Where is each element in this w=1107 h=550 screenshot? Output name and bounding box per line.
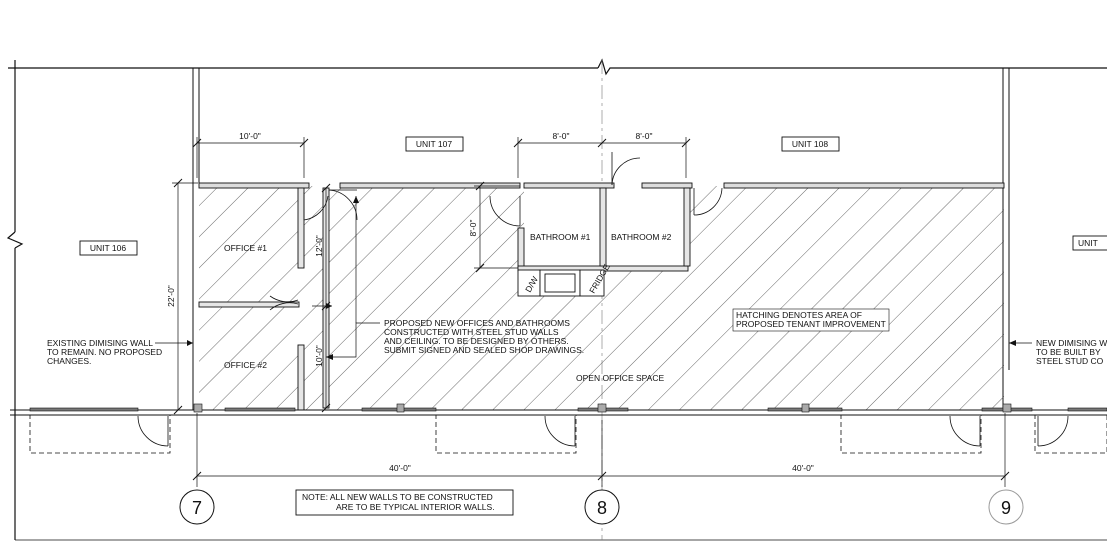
note-line: STEEL STUD CO (1036, 356, 1104, 366)
note-line: CONSTRUCTED WITH STEEL STUD WALLS (384, 327, 559, 337)
office2-depth-dim: 10'-0" (314, 345, 324, 367)
unit-107-label: UNIT 107 (416, 139, 452, 149)
unit-108-label: UNIT 108 (792, 139, 828, 149)
note-line: PROPOSED NEW OFFICES AND BATHROOMS (384, 318, 570, 328)
office1-depth-dim: 12'-0" (314, 235, 324, 257)
bay-7-8-dim: 40'-0" (389, 463, 411, 473)
exterior-doors (137, 415, 1069, 447)
grid-label-9: 9 (1001, 498, 1011, 518)
office-1-label: OFFICE #1 (224, 243, 267, 253)
storefront-wall (10, 409, 1107, 416)
bay-8-9-dim: 40'-0" (792, 463, 814, 473)
note-line: SUBMIT SIGNED AND SEALED SHOP DRAWINGS. (384, 345, 584, 355)
suite-depth-dim: 22'-0" (166, 285, 176, 307)
office-2-label: OFFICE #2 (224, 360, 267, 370)
bath-width-1-dim: 8'-0" (553, 131, 570, 141)
office-doors (269, 189, 358, 311)
storefront-mullions (29, 403, 1107, 413)
unit-109-label: UNIT (1078, 238, 1098, 248)
note-line: ARE TO BE TYPICAL INTERIOR WALLS. (336, 502, 495, 512)
grid-bubble-9: 9 (988, 489, 1024, 525)
note-line: AND CEILING. TO BE DESIGNED BY OTHERS. (384, 336, 569, 346)
bathroom-1-area (524, 186, 602, 266)
general-note-box: NOTE: ALL NEW WALLS TO BE CONSTRUCTED AR… (295, 489, 514, 516)
bath-width-2-dim: 8'-0" (636, 131, 653, 141)
bathroom-1-label: BATHROOM #1 (530, 232, 591, 242)
unit-106-label: UNIT 106 (90, 243, 126, 253)
bathroom-doors (489, 152, 723, 227)
existing-wall-note: EXISTING DIMISING WALL TO REMAIN. NO PRO… (47, 338, 162, 366)
new-demising-wall-note: NEW DIMISING W TO BE BUILT BY STEEL STUD… (1036, 338, 1107, 366)
leader-lines (155, 196, 1032, 358)
leader-arrows (187, 196, 1016, 360)
hatching-legend-note: HATCHING DENOTES AREA OF PROPOSED TENANT… (732, 308, 890, 332)
grid-label-7: 7 (192, 498, 202, 518)
appliances (517, 269, 605, 297)
dimension-ticks (173, 138, 1010, 481)
note-line: TO BE BUILT BY (1036, 347, 1101, 357)
unit-label-boxes (79, 136, 1107, 256)
bathroom-2-label: BATHROOM #2 (611, 232, 672, 242)
grid-bubble-7: 7 (179, 489, 215, 525)
note-line: EXISTING DIMISING WALL (47, 338, 153, 348)
building-outline (6, 58, 1107, 541)
note-line: TO REMAIN. NO PROPOSED (47, 347, 162, 357)
bathroom-2-area (606, 186, 684, 266)
note-line: NEW DIMISING W (1036, 338, 1107, 348)
note-line: HATCHING DENOTES AREA OF (736, 310, 862, 320)
grid-bubble-8: 8 (584, 489, 620, 525)
grid-label-8: 8 (597, 498, 607, 518)
proposed-offices-note: PROPOSED NEW OFFICES AND BATHROOMS CONST… (384, 318, 584, 355)
note-line: CHANGES. (47, 356, 91, 366)
note-line: NOTE: ALL NEW WALLS TO BE CONSTRUCTED (302, 492, 493, 502)
open-office-label: OPEN OFFICE SPACE (576, 373, 664, 383)
office-width-dim: 10'-0" (239, 131, 261, 141)
suite-top-wall (198, 182, 1005, 189)
bath-depth-dim: 8'-0" (468, 220, 478, 237)
note-line: PROPOSED TENANT IMPROVEMENT (736, 319, 886, 329)
exterior-vestibules (29, 414, 1107, 454)
